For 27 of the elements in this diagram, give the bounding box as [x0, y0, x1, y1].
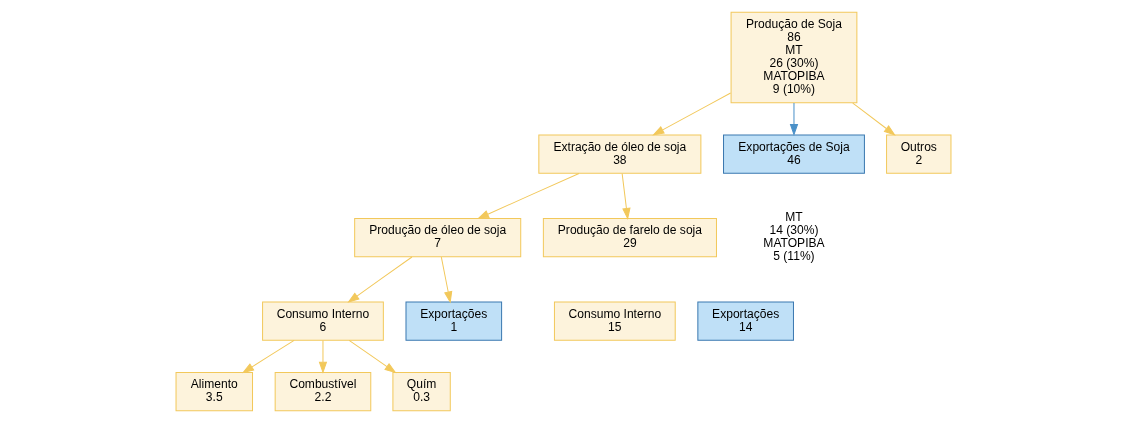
- node-box: Combustível 2.2: [274, 372, 372, 412]
- arrow: [852, 102, 896, 136]
- node-box: Outros 2: [886, 134, 952, 174]
- node-box: Exportações de Soja 46: [723, 134, 865, 174]
- node-box: Exportações 1: [405, 301, 503, 341]
- arrow: [621, 173, 631, 221]
- node-label: 5 (11%): [773, 249, 815, 264]
- node-box: Consumo Interno 15: [553, 301, 676, 341]
- node-box: Produção de Soja 86 MT 26 (30%) MATOPIBA 9 (10%): [730, 11, 858, 104]
- arrow: [652, 92, 732, 136]
- arrow: [241, 339, 295, 374]
- node-box: Produção de óleo de soja 7: [354, 218, 522, 258]
- node-box: Exportações 14: [697, 301, 794, 341]
- arrow: [477, 172, 580, 220]
- node-box: Produção de farelo de soja 29: [542, 218, 717, 258]
- node-label: MATOPIBA: [763, 236, 825, 251]
- node-box: Consumo Interno 6: [262, 301, 384, 341]
- arrow: [347, 256, 413, 303]
- node-label: 14 (30%): [769, 223, 819, 238]
- node-box: Extração de óleo de soja 38: [538, 134, 702, 174]
- arrow: [348, 339, 397, 374]
- node-box: Alimento 3.5: [175, 372, 253, 412]
- arrow: [789, 102, 799, 137]
- arrow: [440, 256, 453, 304]
- node-label: MT: [785, 210, 803, 225]
- arrow: [318, 340, 328, 374]
- node-box: Quím 0.3: [392, 372, 451, 412]
